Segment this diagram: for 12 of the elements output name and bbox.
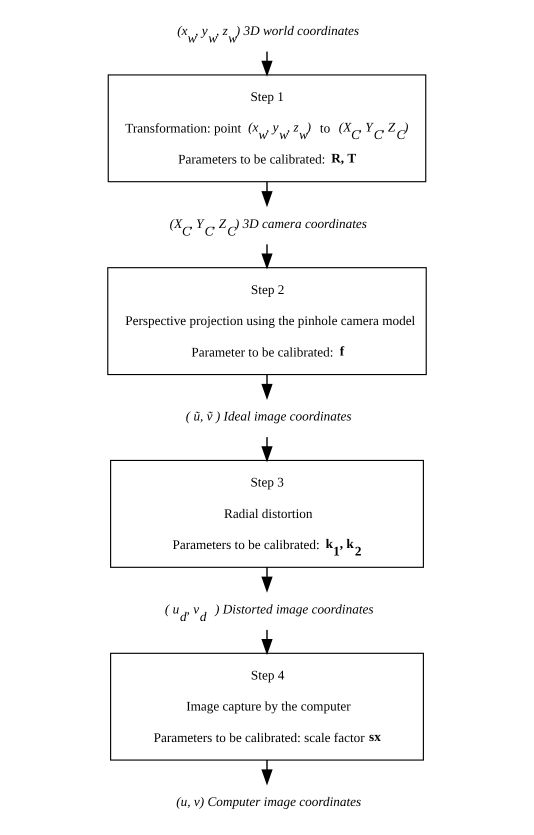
- arrow: [261, 437, 273, 462]
- arrow: [261, 52, 273, 77]
- arrow: [261, 374, 273, 400]
- arrow: [261, 244, 273, 270]
- arrow: [261, 567, 273, 593]
- arrow: [261, 182, 273, 208]
- node-box: Step 4 Image capture by the computer Parameters to be calibrated: scale factor sx: [110, 652, 424, 761]
- arrow: [261, 760, 273, 786]
- arrow: [261, 630, 273, 656]
- node-box: Step 2 Perspective projection using the pinhole camera model Parameter to be calibrated: f: [107, 267, 427, 376]
- node-text: ( ũ, ṽ ) Ideal image coordinates: [186, 408, 352, 424]
- node-text: (u, v) Computer image coordinates: [176, 794, 362, 810]
